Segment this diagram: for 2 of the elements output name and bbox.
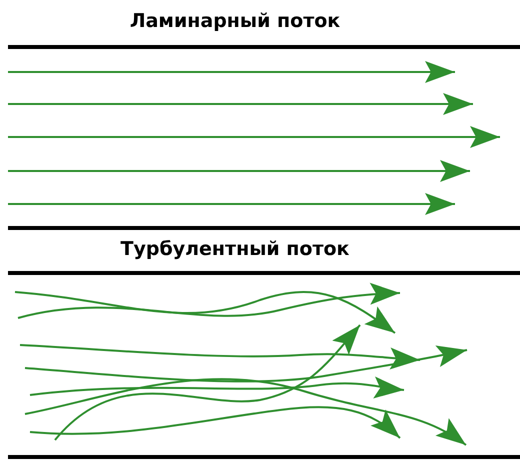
section-heading: Ламинарный поток: [128, 10, 342, 32]
section-heading: Турбулентный поток: [120, 238, 350, 260]
